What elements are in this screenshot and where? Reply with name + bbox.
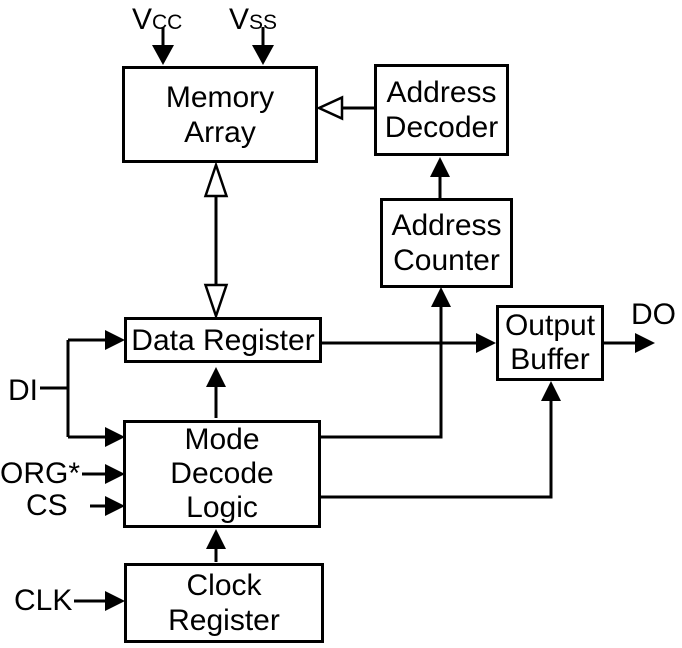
org-pin-label: ORG* bbox=[0, 457, 81, 490]
mode-decode-logic-block: Mode Decode Logic bbox=[123, 420, 321, 528]
clk-pin-label: CLK bbox=[14, 584, 73, 617]
address-decoder-label-line2: Decoder bbox=[384, 111, 499, 144]
mode-decode-to-counter-wire bbox=[320, 306, 443, 439]
hollow-down-arrowhead-icon bbox=[203, 283, 229, 320]
hollow-up-arrowhead-icon bbox=[203, 161, 229, 198]
di-wire bbox=[40, 338, 107, 439]
cs-arrowhead-icon bbox=[105, 496, 125, 516]
vss-pin-main: V bbox=[229, 3, 250, 36]
vcc-arrowhead-icon bbox=[152, 45, 174, 65]
memory-array-label-line2: Array bbox=[184, 115, 256, 149]
output-buffer-block: Output Buffer bbox=[496, 305, 604, 381]
mode-decode-logic-label-line2: Decode bbox=[170, 457, 274, 490]
do-pin-label: DO bbox=[631, 298, 676, 331]
mode-decode-to-data-register-arrowhead-icon bbox=[206, 367, 226, 387]
mode-decode-to-output-buffer-wire bbox=[320, 400, 553, 499]
di-to-data-register-arrowhead-icon bbox=[105, 330, 125, 350]
address-counter-label-line1: Address bbox=[391, 209, 502, 242]
counter-to-decoder-arrowhead-icon bbox=[430, 157, 450, 177]
data-register-to-output-buffer-arrowhead-icon bbox=[476, 333, 496, 353]
address-counter-block: Address Counter bbox=[380, 198, 513, 288]
vcc-pin-main: V bbox=[132, 3, 153, 36]
mode-decode-to-counter-arrowhead-icon bbox=[431, 287, 451, 307]
clock-register-label-line2: Register bbox=[168, 604, 280, 637]
clock-to-mode-decode-arrowhead-icon bbox=[206, 529, 226, 549]
vcc-pin-sub: CC bbox=[152, 11, 183, 34]
mode-decode-logic-label-line1: Mode bbox=[184, 423, 260, 456]
address-decoder-block: Address Decoder bbox=[374, 64, 509, 156]
output-buffer-label-line2: Buffer bbox=[510, 343, 590, 376]
data-register-label: Data Register bbox=[131, 323, 315, 357]
clk-arrowhead-icon bbox=[105, 591, 125, 611]
di-to-mode-decode-arrowhead-icon bbox=[105, 427, 125, 447]
output-buffer-label-line1: Output bbox=[504, 309, 596, 342]
di-pin-label: DI bbox=[8, 374, 38, 407]
address-counter-label-line2: Counter bbox=[393, 244, 500, 277]
vss-pin-sub: SS bbox=[249, 11, 278, 34]
cs-pin-label: CS bbox=[26, 489, 68, 522]
mode-decode-to-output-buffer-arrowhead-icon bbox=[541, 381, 561, 401]
vss-arrowhead-icon bbox=[252, 45, 274, 65]
clock-register-block: Clock Register bbox=[124, 563, 324, 643]
memory-array-block: Memory Array bbox=[122, 66, 318, 163]
address-decoder-label-line1: Address bbox=[386, 76, 497, 109]
memory-array-label-line1: Memory bbox=[165, 80, 275, 114]
org-arrowhead-icon bbox=[105, 464, 125, 484]
hollow-left-arrowhead-icon bbox=[315, 95, 344, 121]
do-arrowhead-icon bbox=[635, 333, 655, 353]
mode-decode-logic-label-line3: Logic bbox=[186, 491, 258, 524]
clock-register-label-line1: Clock bbox=[186, 569, 262, 602]
data-register-block: Data Register bbox=[124, 317, 322, 363]
